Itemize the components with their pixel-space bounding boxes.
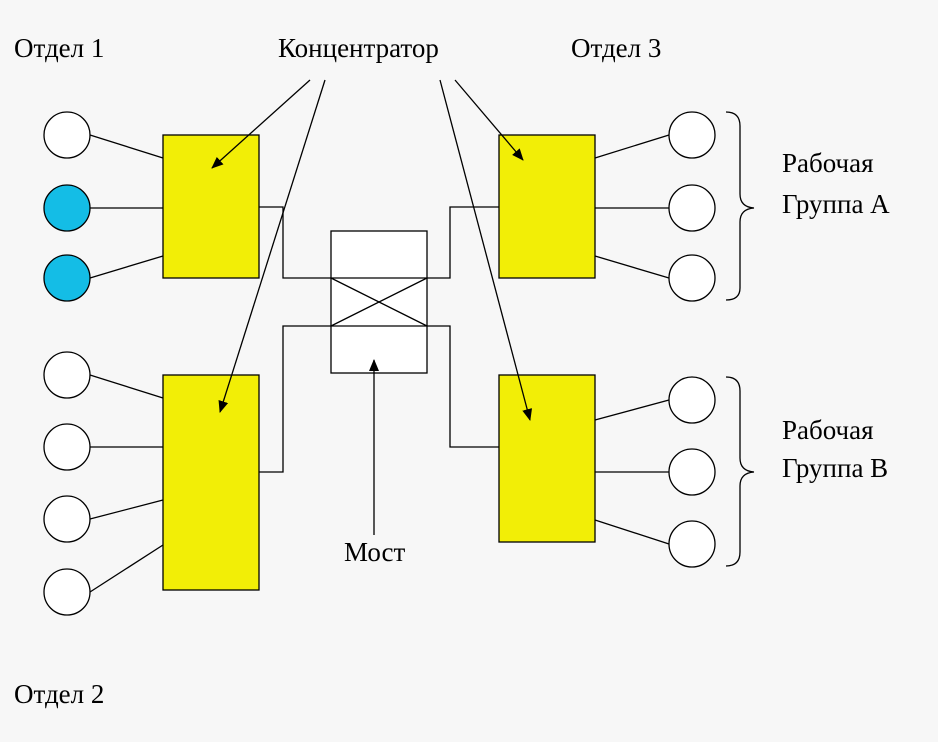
arrow-hub-dept2 xyxy=(218,79,326,413)
group-b-label-line1: Рабочая xyxy=(782,415,874,445)
workstation-icon xyxy=(668,184,716,232)
hub-dept1 xyxy=(162,134,260,279)
workstation-icon xyxy=(668,376,716,424)
brace-group-b-icon xyxy=(725,376,755,567)
group-a-label-line2: Группа А xyxy=(782,189,890,219)
workstation-icon xyxy=(668,111,716,159)
arrow-hub-dept3 xyxy=(454,79,524,161)
workstation-icon-highlighted xyxy=(43,184,91,232)
workstation-icon xyxy=(43,111,91,159)
hub-label: Концентратор xyxy=(278,33,439,63)
hub-dept2 xyxy=(162,374,260,591)
workstation-icon xyxy=(43,495,91,543)
bridge-icon xyxy=(330,230,428,374)
arrow-hub-group-b xyxy=(439,79,533,421)
workstation-icon-highlighted xyxy=(43,254,91,302)
hub-dept3-group-a xyxy=(498,134,596,279)
link-hub2-bridge xyxy=(259,325,331,473)
workstation-icon xyxy=(668,520,716,568)
workstation-icon xyxy=(43,351,91,399)
group-b-label-line2: Группа В xyxy=(782,453,888,483)
link-hub1-bridge xyxy=(259,206,331,279)
dept1-label: Отдел 1 xyxy=(14,33,104,63)
arrow-hub-dept1 xyxy=(211,79,311,169)
link-bridge-hub3 xyxy=(427,206,499,279)
workstation-icon xyxy=(43,423,91,471)
brace-group-a-icon xyxy=(725,111,755,301)
workstation-icon xyxy=(668,448,716,496)
group-a-label-line1: Рабочая xyxy=(782,148,874,178)
dept1-workstations xyxy=(43,111,164,302)
workstation-icon xyxy=(43,568,91,616)
hub-dept3-group-b xyxy=(498,374,596,543)
dept2-workstations xyxy=(43,351,164,616)
dept3-label: Отдел 3 xyxy=(571,33,661,63)
group-a-workstations xyxy=(594,111,716,302)
group-b-workstations xyxy=(594,376,716,568)
workstation-icon xyxy=(668,254,716,302)
dept2-label: Отдел 2 xyxy=(14,679,104,709)
link-bridge-hub4 xyxy=(427,325,499,448)
bridge-label: Мост xyxy=(344,537,405,567)
